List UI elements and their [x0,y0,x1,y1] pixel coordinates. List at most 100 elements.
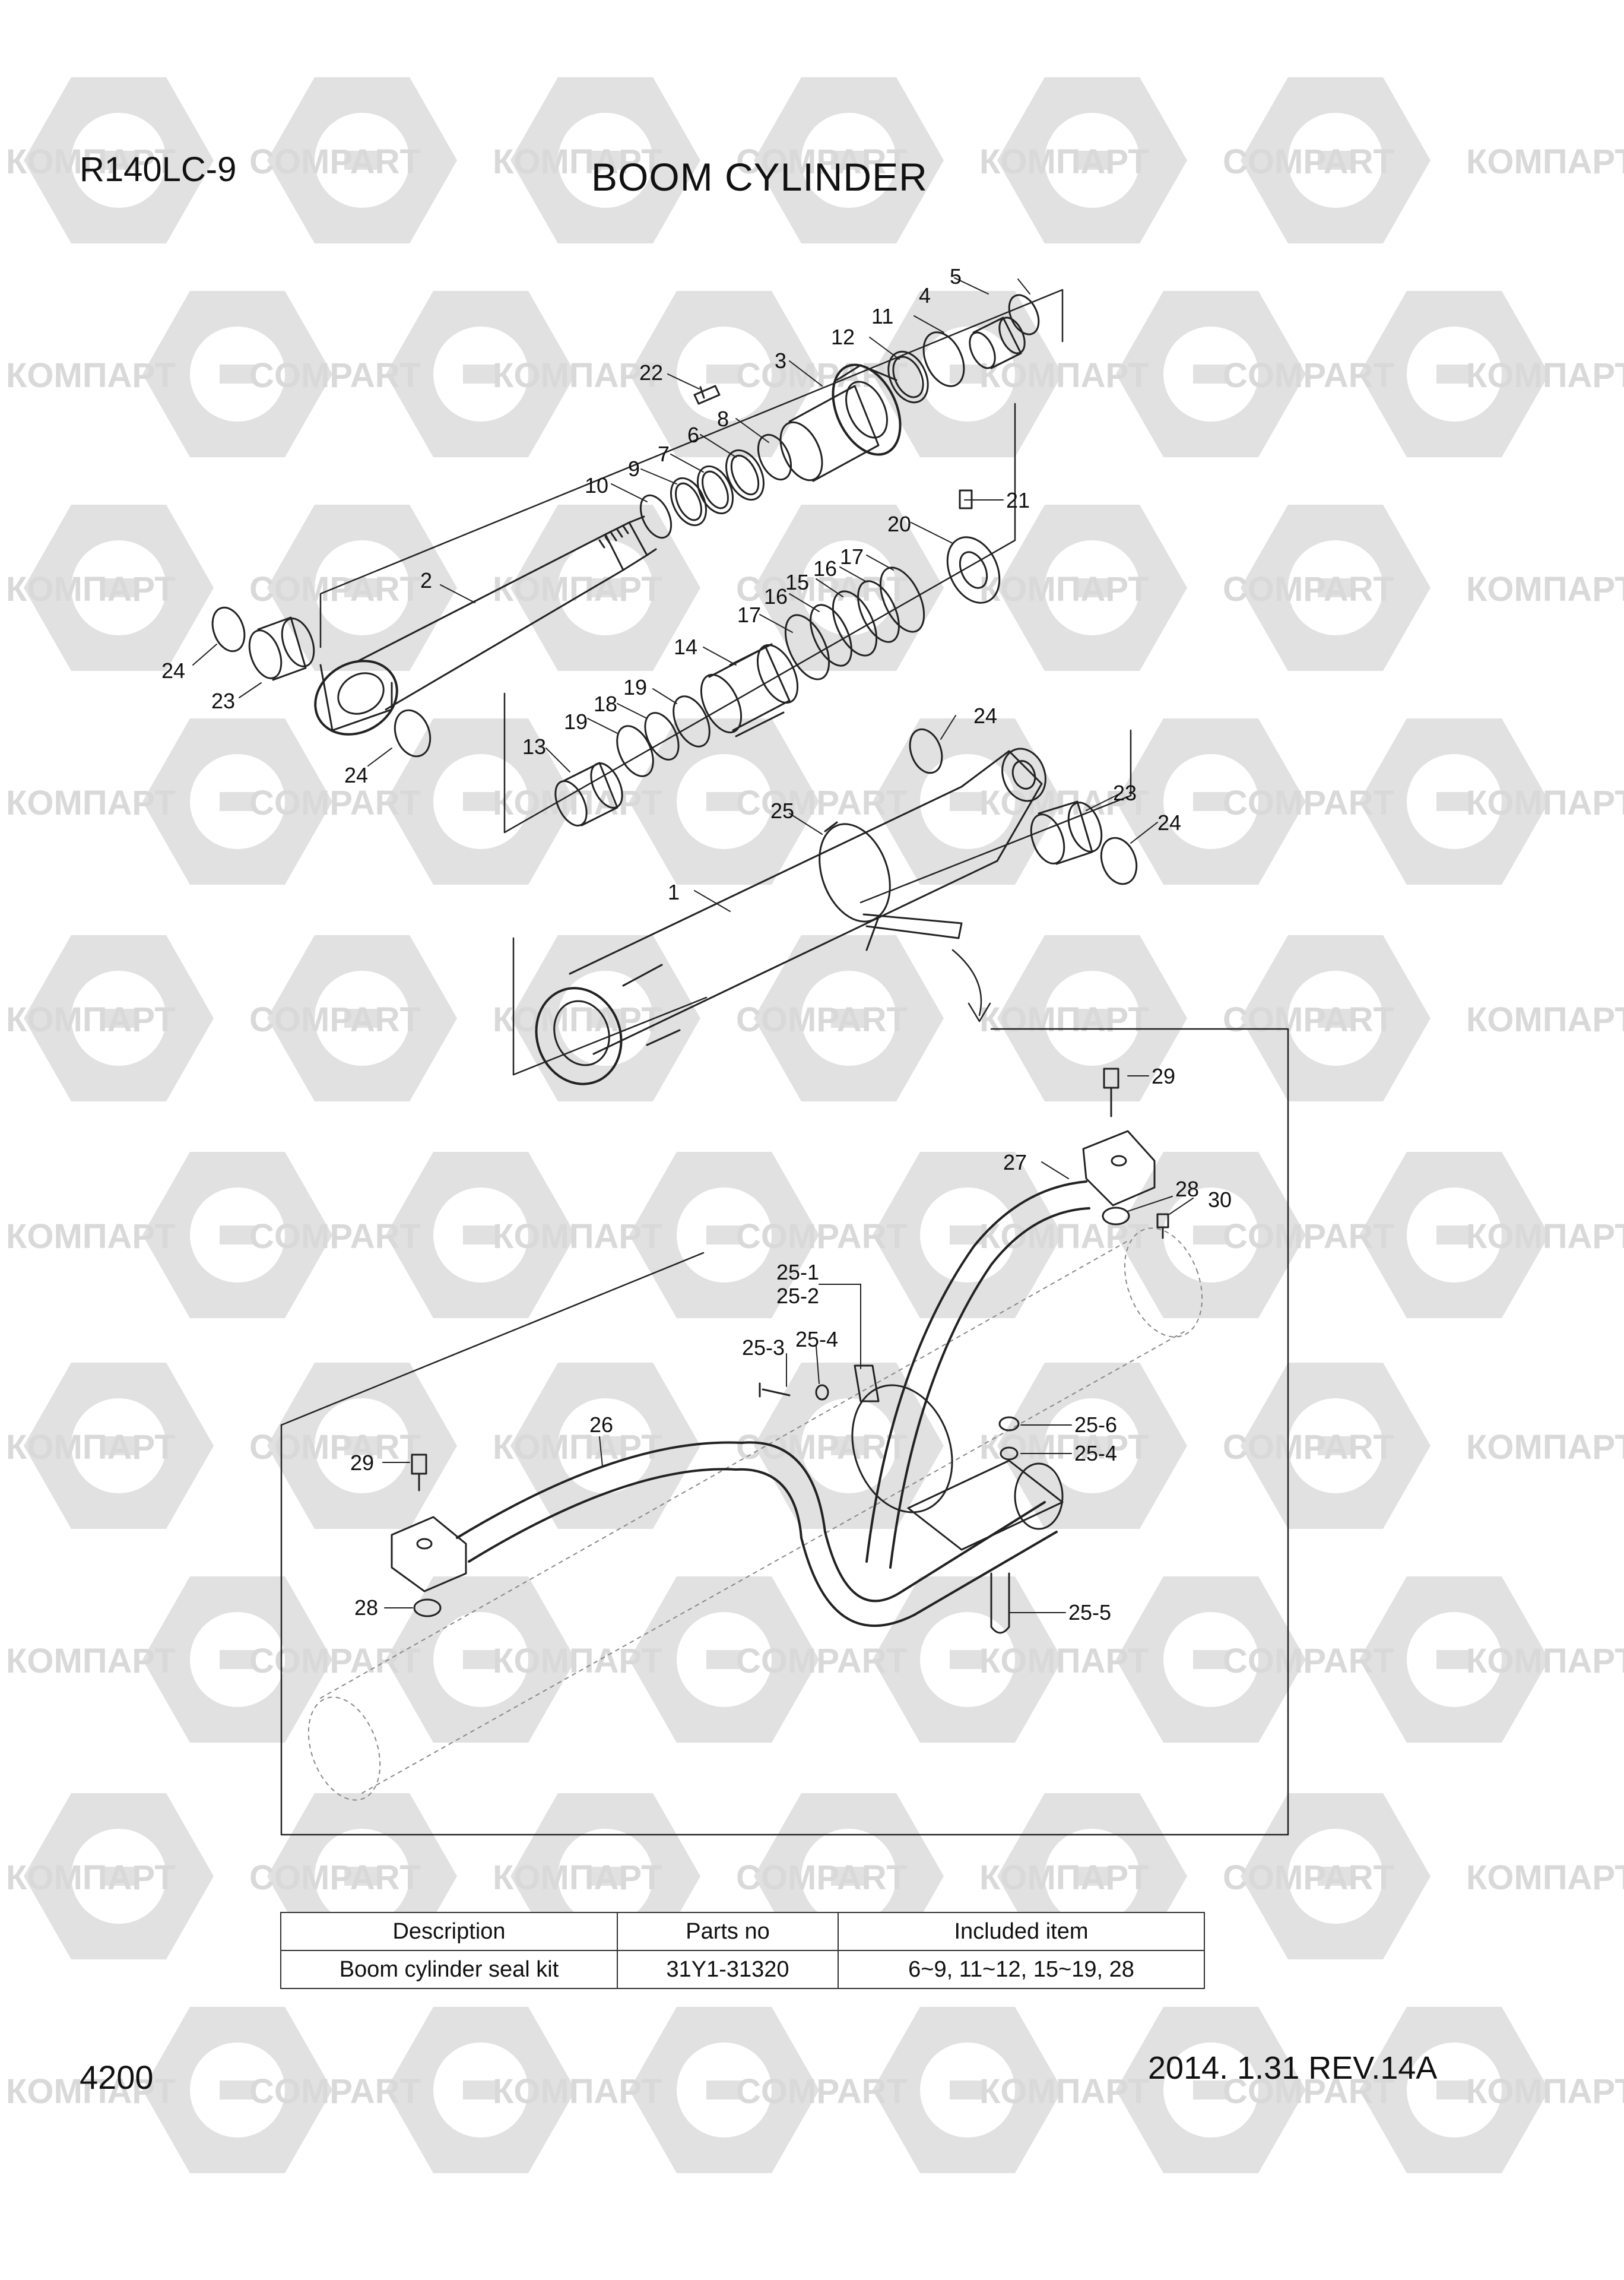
watermark-text: КОМПАРТ [979,1858,1149,1897]
callout-23-a: 23 [211,689,235,713]
watermark-text: COMPART [1223,570,1394,609]
watermark-text: КОМПАРТ [6,1000,176,1039]
watermark-text: COMPART [736,1217,908,1256]
detail-arrow [951,949,982,1016]
bracket-plate-25 [907,1459,1064,1551]
dust-seal-24-tube-top [909,728,943,774]
ring-19-right [673,695,710,748]
callout-23-b: 23 [1113,781,1137,805]
rod-cover-gland [779,363,902,482]
callout-6: 6 [687,423,699,447]
ring-12 [887,350,929,404]
pipe-27 [865,1180,1090,1569]
callout-21: 21 [1006,488,1030,512]
watermark-text: КОМПАРТ [6,1217,176,1256]
watermark-text: КОМПАРТ [6,142,176,181]
flange-27 [1082,1130,1156,1206]
cell-parts-no: 31Y1-31320 [617,1950,839,1989]
watermark-text: COMPART [736,570,908,609]
bushing-23-right [1030,800,1103,865]
ring-16-left [810,604,852,667]
watermark-text: КОМПАРТ [979,142,1149,181]
watermark-text: КОМПАРТ [1466,2072,1624,2111]
watermark-text: КОМПАРТ [1466,1000,1624,1039]
watermark-text: КОМПАРТ [1466,1428,1624,1467]
watermark-text: COMPART [1223,1217,1394,1256]
pipe-26 [456,1441,1058,1627]
ring-6 [725,449,765,501]
callout-3: 3 [775,349,786,373]
watermark-text: КОМПАРТ [979,2072,1149,2111]
callout-20: 20 [887,512,911,536]
watermark-text: КОМПАРТ [6,1428,176,1467]
watermark-text: COMPART [249,784,421,822]
watermark-text: COMPART [1223,1642,1394,1680]
watermark-text: КОМПАРТ [493,1000,662,1039]
callout-25-5: 25-5 [1068,1600,1111,1624]
watermark-text: COMPART [736,784,908,822]
rod-group-frame [319,289,1064,648]
callout-25-2: 25-2 [776,1284,819,1308]
watermark-text: КОМПАРТ [493,1642,662,1680]
watermark-text: COMPART [249,356,421,395]
callout-10: 10 [585,473,608,498]
washer-25-4-right [1000,1446,1019,1461]
watermark-text: КОМПАРТ [1466,570,1624,609]
watermark-text: КОМПАРТ [6,570,176,609]
page-number: 4200 [80,2059,154,2096]
callout-2: 2 [420,568,432,593]
callout-13: 13 [522,734,546,759]
watermark-text: КОМПАРТ [493,570,662,609]
nut-25-6 [998,1416,1020,1432]
piston-14 [700,643,799,737]
watermark-text: КОМПАРТ [6,2072,176,2111]
header-parts-no: Parts no [617,1912,839,1951]
callout-17-b: 17 [737,603,761,627]
cell-included-item: 6~9, 11~12, 15~19, 28 [838,1950,1205,1989]
callout-25-6: 25-6 [1074,1413,1117,1437]
piping-detail-frame [280,1028,1289,1836]
ring-16-right [857,580,900,643]
o-ring-28-left [413,1598,442,1617]
watermark-text: КОМПАРТ [493,1217,662,1256]
callout-12: 12 [831,325,855,349]
bolt-29-right [1103,1068,1119,1117]
callout-26: 26 [589,1413,613,1437]
callout-25: 25 [770,799,794,823]
callout-30: 30 [1208,1188,1232,1212]
callout-8: 8 [717,407,729,431]
callout-1: 1 [668,880,680,904]
table-row: Boom cylinder seal kit 31Y1-31320 6~9, 1… [280,1950,1205,1989]
ring-9 [670,477,708,527]
callout-25-4-a: 25-4 [795,1327,838,1351]
watermark-text: КОМПАРТ [979,570,1149,609]
leader-lines [192,277,1194,1613]
watermark-text: КОМПАРТ [493,1428,662,1467]
callout-25-1: 25-1 [776,1260,819,1284]
piston-rod [314,515,657,736]
ghost-cylinder [307,1227,1203,1801]
clamp-bracket-25 [819,821,963,951]
callout-4: 4 [919,283,931,308]
header-included-item: Included item [838,1912,1205,1951]
callout-25-4-b: 25-4 [1074,1441,1117,1465]
callout-28-a: 28 [1175,1177,1199,1201]
callout-24-c: 24 [973,704,997,728]
watermark-text: COMPART [249,1217,421,1256]
clamp-25-2 [851,1364,953,1513]
watermark-text: КОМПАРТ [1466,1642,1624,1680]
plug-30 [1156,1213,1169,1239]
watermark-text: КОМПАРТ [6,1642,176,1680]
watermark-text: COMPART [736,1000,908,1039]
callout-17-a: 17 [840,544,864,569]
ring-17-left [784,614,830,680]
cell-description: Boom cylinder seal kit [280,1950,618,1989]
dust-seal-24-left [211,606,246,653]
callout-9: 9 [628,457,640,481]
cushion-ring-13 [554,762,623,826]
watermark-text: КОМПАРТ [979,1000,1149,1039]
callout-16-b: 16 [764,584,788,609]
watermark-text: COMPART [249,570,421,609]
ring-8 [757,433,792,481]
